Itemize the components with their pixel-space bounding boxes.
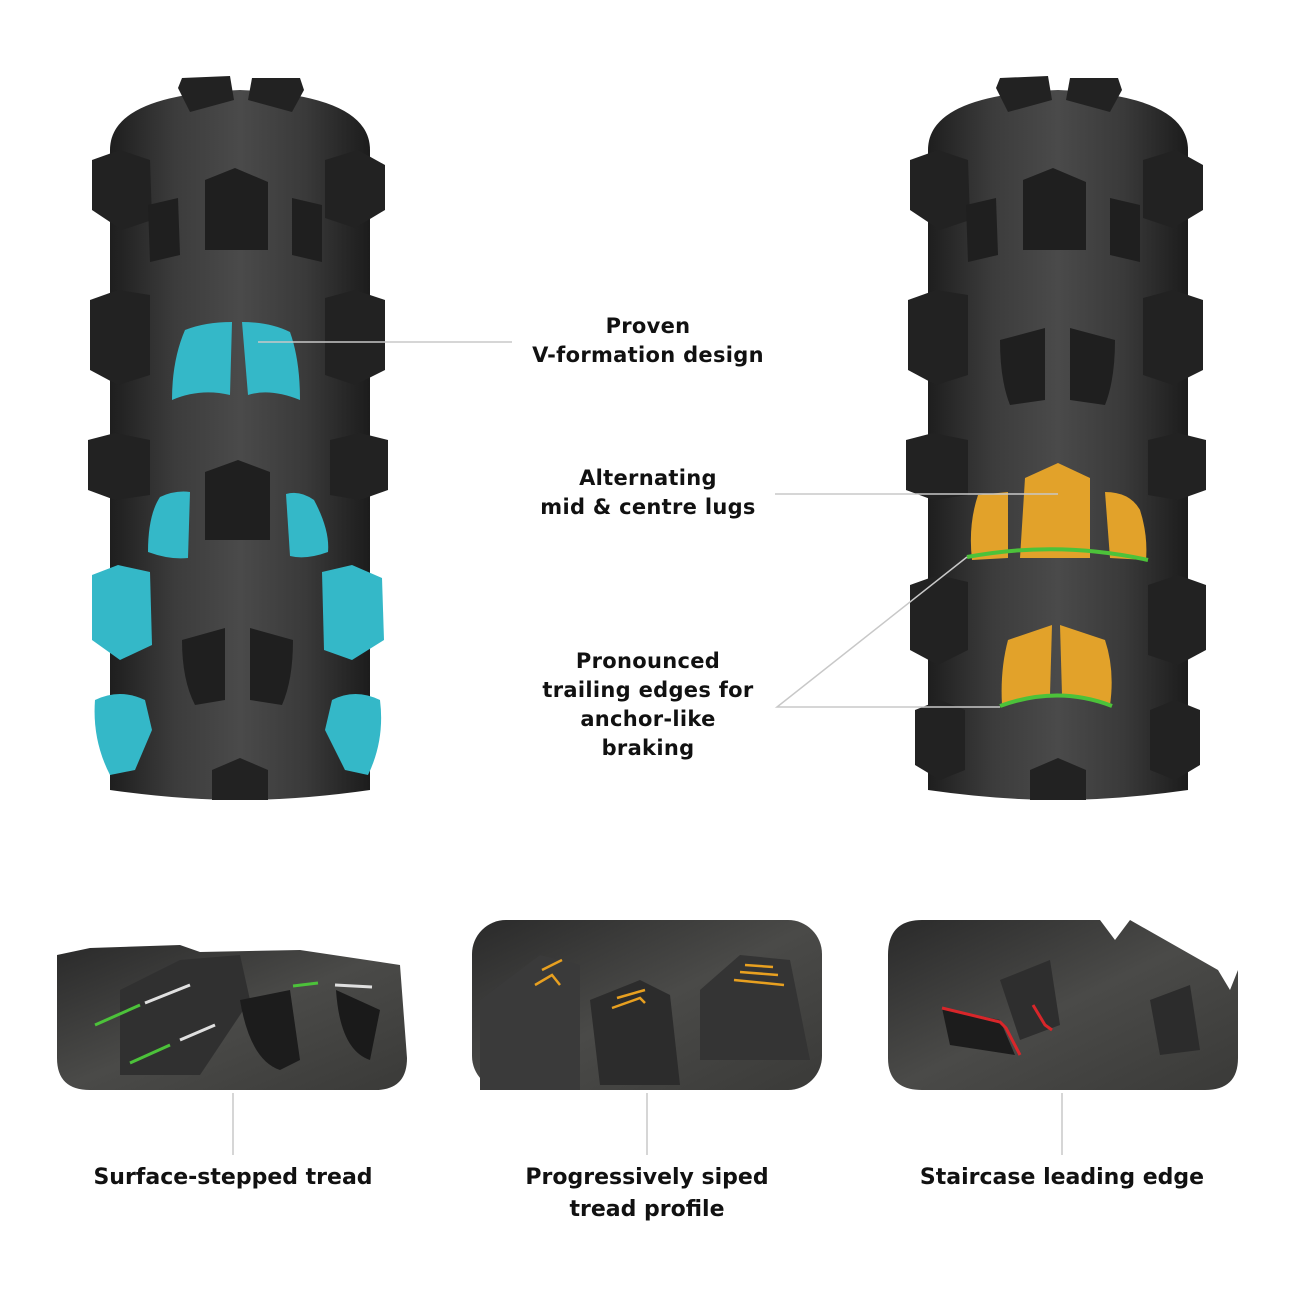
detail-panel-staircase	[888, 920, 1238, 1090]
left-tire	[88, 76, 388, 800]
caption-surface-stepped: Surface-stepped tread	[43, 1162, 423, 1194]
caption-siped-line-2: tread profile	[569, 1197, 725, 1222]
caption-staircase-line-1: Staircase leading edge	[919, 1165, 1205, 1190]
caption-staircase: Staircase leading edge	[872, 1162, 1252, 1194]
leader-lines	[232, 341, 1063, 1155]
caption-siped-line-1: Progressively siped	[525, 1165, 769, 1190]
callout-trailing-edges: Pronounced trailing edges for anchor-lik…	[518, 647, 778, 763]
detail-panel-surface-stepped	[57, 945, 407, 1090]
detail-panel-siped-profile	[472, 920, 822, 1090]
callout-trailing-line-2: trailing edges for	[542, 678, 754, 702]
callout-trailing-line-3: anchor-like	[580, 707, 716, 731]
callout-v-formation-line-2: V-formation design	[532, 343, 764, 367]
callout-alternating-line-2: mid & centre lugs	[540, 495, 756, 519]
callout-v-formation: Proven V-formation design	[518, 312, 778, 370]
caption-surface-stepped-line-1: Surface-stepped tread	[93, 1165, 373, 1190]
right-tire	[906, 76, 1206, 800]
callout-alternating-line-1: Alternating	[579, 466, 717, 490]
callout-trailing-line-1: Pronounced	[575, 649, 721, 673]
callout-trailing-line-4: braking	[601, 736, 695, 760]
callout-alternating-lugs: Alternating mid & centre lugs	[518, 464, 778, 522]
caption-siped-profile: Progressively siped tread profile	[467, 1162, 827, 1226]
callout-v-formation-line-1: Proven	[605, 314, 691, 338]
